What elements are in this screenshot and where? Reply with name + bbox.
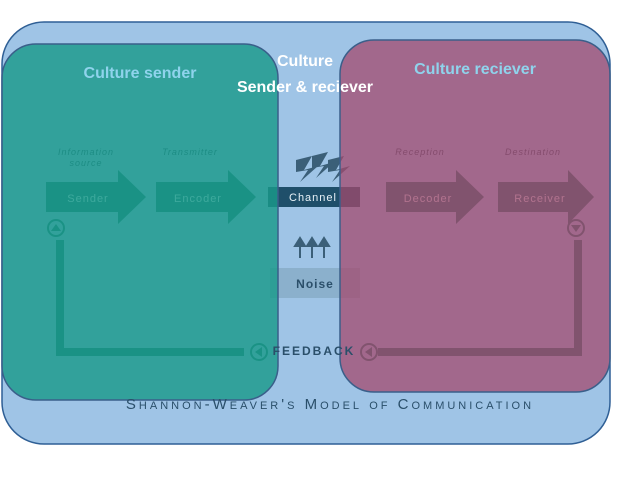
culture-sender-label: Culture sender: [83, 65, 197, 82]
culture-receiver-region: [339, 39, 611, 393]
channel-band: Channel: [268, 187, 360, 207]
culture-sender-region: [1, 43, 279, 401]
svg-text:Channel: Channel: [289, 192, 337, 204]
feedback-label: FEEDBACK: [272, 344, 356, 358]
model-title: Shannon-Weaver's Model of Communication: [125, 396, 535, 413]
noise-lightning-icon: [296, 152, 350, 182]
culture-receiver-label: Culture reciever: [414, 61, 536, 78]
noise-arrows-icon: [293, 236, 331, 258]
culture-shared-label-line1: Culture: [277, 53, 333, 70]
culture-shared-label-line2: Sender & reciever: [236, 79, 374, 96]
svg-text:Noise: Noise: [296, 277, 334, 291]
